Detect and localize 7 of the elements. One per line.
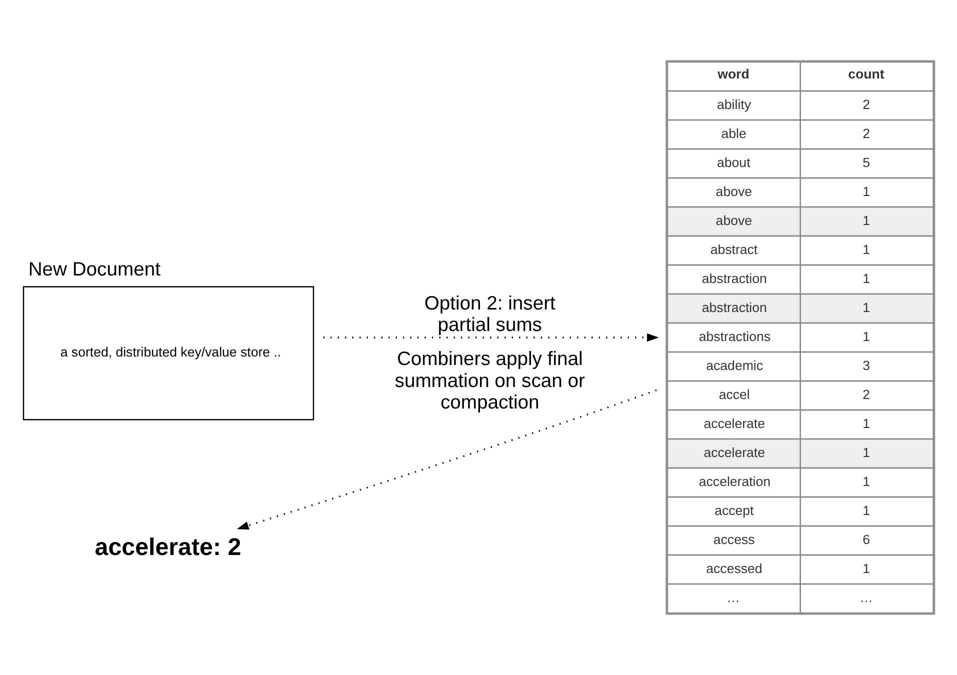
arrow	[322, 333, 658, 342]
edge-label: Combiners apply final summation on scan or compaction	[394, 349, 584, 414]
node-label: New Document	[28, 260, 160, 281]
node-box: a sorted, distributed key/value store ..	[22, 286, 314, 420]
edge-label: Option 2: insert partial sums	[424, 293, 555, 336]
node-text: accelerate: 2	[94, 534, 241, 561]
arrow	[236, 389, 656, 530]
